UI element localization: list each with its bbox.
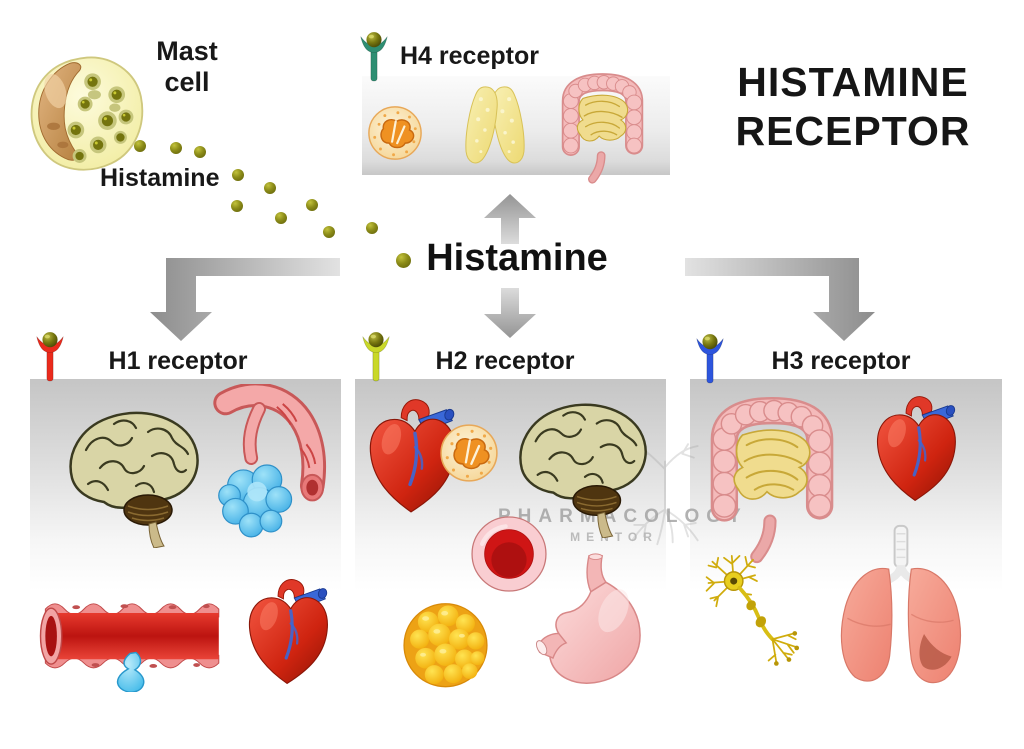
arrow-left-elbow-icon — [150, 258, 340, 341]
histamine-dot — [275, 212, 287, 224]
stomach-icon — [526, 552, 650, 694]
watermark-line1: PHARMACOLOGY — [498, 506, 748, 527]
heart-icon — [866, 386, 966, 504]
histamine-dot — [134, 140, 146, 152]
lungs-icon — [814, 522, 986, 688]
watermark-line2: MENTOR — [570, 530, 658, 544]
histamine-dot — [306, 199, 318, 211]
histamine-dot — [323, 226, 335, 238]
white-blood-cell-icon — [366, 104, 424, 162]
mast-cell-icon — [22, 52, 152, 182]
arrow-right-elbow-icon — [685, 258, 875, 341]
bronchiole-alveoli-icon — [202, 384, 330, 544]
center-histamine-label: Histamine — [426, 237, 608, 279]
blood-vessel-permeability-icon — [36, 586, 232, 692]
thymus-icon — [458, 80, 532, 168]
heart-icon — [238, 568, 338, 688]
histamine-source-label: Histamine — [100, 164, 220, 192]
h2-receptor-label: H2 receptor — [435, 347, 575, 375]
h2-receptor-icon — [360, 330, 392, 384]
neuron-icon — [702, 552, 810, 678]
h3-receptor-label: H3 receptor — [771, 347, 911, 375]
histamine-dot — [170, 142, 182, 154]
white-blood-cell-icon — [438, 422, 500, 484]
intestine-icon — [552, 66, 653, 184]
brain-icon — [52, 398, 212, 548]
arrow-up-icon — [484, 194, 536, 244]
mast-cell-label: Mast cell — [156, 36, 218, 97]
h1-receptor-icon — [34, 330, 66, 384]
fat-cells-icon — [398, 596, 493, 691]
histamine-dot — [396, 253, 411, 268]
h4-receptor-label: H4 receptor — [400, 42, 539, 70]
histamine-dot — [232, 169, 244, 181]
histamine-dot — [366, 222, 378, 234]
histamine-dot — [194, 146, 206, 158]
h3-receptor-icon — [694, 332, 726, 386]
h1-receptor-label: H1 receptor — [108, 347, 248, 375]
histamine-dot — [264, 182, 276, 194]
arrow-down-icon — [484, 288, 536, 338]
h4-receptor-icon — [358, 30, 390, 84]
page-title: HISTAMINE RECEPTOR — [735, 59, 971, 154]
histamine-dot — [231, 200, 243, 212]
